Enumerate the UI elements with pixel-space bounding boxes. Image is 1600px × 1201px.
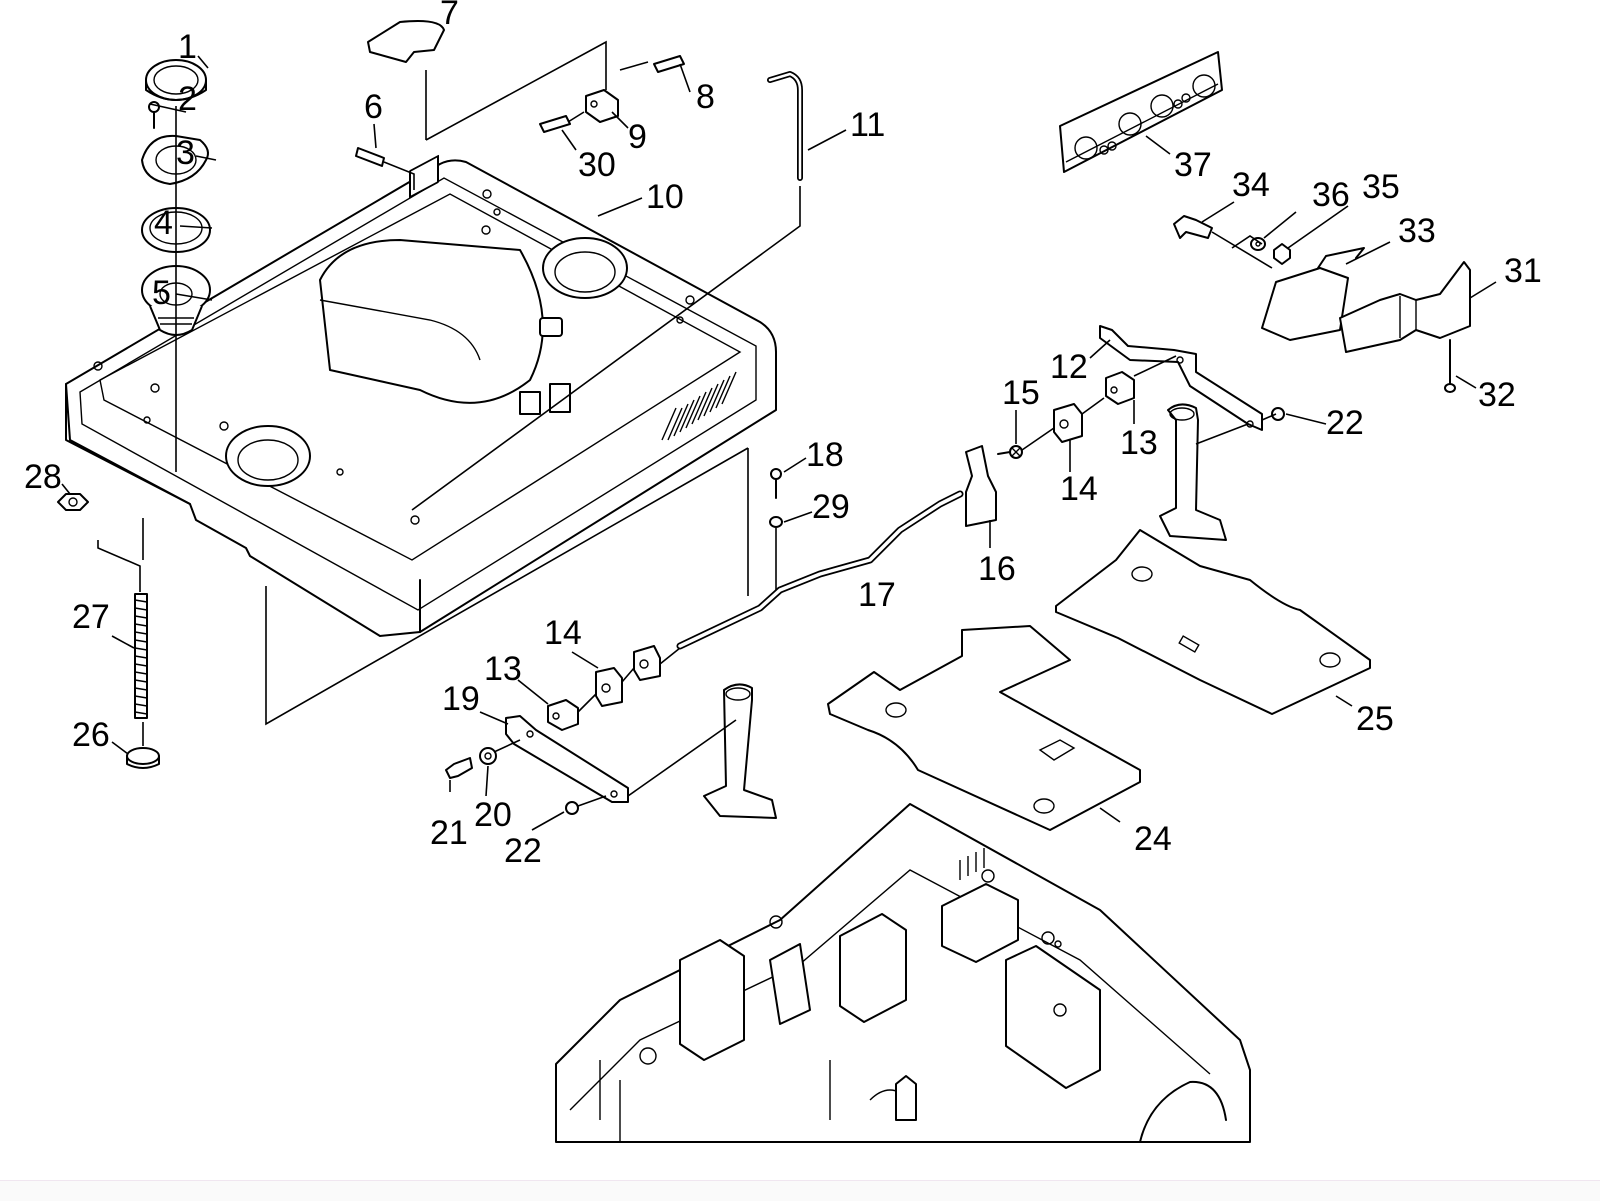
callout-10: 10: [646, 178, 684, 216]
callout-11: 11: [850, 106, 885, 144]
part-base-plate-24: [827, 625, 1141, 831]
callout-8: 8: [696, 78, 715, 116]
callout-16: 16: [978, 550, 1016, 588]
part-pin-30: [539, 115, 571, 133]
part-pin-8: [653, 55, 685, 73]
leader-rod-group: [97, 518, 144, 746]
part-clip-14-left: [595, 645, 661, 707]
part-threaded-rod-27: [134, 593, 148, 719]
leader-lines-6-9: [383, 40, 649, 190]
part-washer-29: [769, 516, 783, 528]
part-nut-35: [1273, 243, 1291, 265]
part-flange-plate: [141, 134, 209, 185]
callout-7: 7: [440, 0, 459, 32]
callout-6: 6: [364, 88, 383, 126]
part-tab-plate-16: [965, 445, 997, 527]
callout-5: 5: [152, 274, 171, 312]
callout-9: 9: [628, 118, 647, 156]
part-switch-cover-33: [1261, 247, 1365, 341]
part-clip-14: [1053, 403, 1083, 443]
part-base-plate-25: [1055, 529, 1371, 715]
part-bolt-21: [445, 757, 473, 779]
lower-base-housing: [555, 803, 1251, 1143]
part-grommet-ring: [145, 59, 207, 101]
part-pedestal-right: [1159, 403, 1227, 541]
part-nut-28: [57, 493, 89, 511]
part-latch-block-7: [367, 20, 445, 63]
callout-20: 20: [474, 796, 512, 834]
callout-29: 29: [812, 488, 850, 526]
part-foot-cap-26: [126, 747, 160, 769]
part-screw-32: [1444, 339, 1456, 393]
callout-27: 27: [72, 598, 110, 636]
part-pin-6: [355, 147, 385, 167]
part-shaft-rod-17: [676, 490, 964, 650]
callout-21: 21: [430, 814, 468, 852]
callout-35: 35: [1362, 168, 1400, 206]
callout-31: 31: [1504, 252, 1542, 290]
top-housing: [65, 154, 777, 637]
callout-13-right: 13: [1120, 424, 1158, 462]
callout-28: 28: [24, 458, 62, 496]
callout-32: 32: [1478, 376, 1516, 414]
leader-right-bracket: [1021, 355, 1277, 451]
part-bracket-19: [505, 715, 629, 803]
callout-30: 30: [578, 146, 616, 184]
part-washer-20: [479, 747, 497, 765]
callout-25: 25: [1356, 700, 1394, 738]
callout-37: 37: [1174, 146, 1212, 184]
part-screw-18: [770, 468, 782, 499]
callout-15: 15: [1002, 374, 1040, 412]
callout-2: 2: [178, 80, 197, 118]
part-bushing-13-left: [547, 699, 579, 731]
callout-33: 33: [1398, 212, 1436, 250]
bottom-edge-strip: [0, 1180, 1600, 1201]
part-screw-15: [997, 445, 1023, 459]
assembly-guide-line: [265, 447, 749, 726]
callout-22-left: 22: [504, 832, 542, 870]
callout-14-left: 14: [544, 614, 582, 652]
part-hex-key-11: [767, 71, 803, 181]
leader-left-bracket: [493, 647, 737, 807]
vent-slots: [661, 371, 737, 441]
part-control-panel-decal-37: [1059, 51, 1223, 173]
callout-19: 19: [442, 680, 480, 718]
part-o-ring-22-left: [565, 801, 579, 815]
part-o-ring-22: [1271, 407, 1285, 421]
callout-26: 26: [72, 716, 110, 754]
part-pedestal-left: [703, 683, 777, 819]
callout-18: 18: [806, 436, 844, 474]
callout-14-right: 14: [1060, 470, 1098, 508]
part-bolt-34: [1173, 215, 1213, 239]
part-washer-36: [1250, 237, 1266, 251]
callout-34: 34: [1232, 166, 1270, 204]
callout-1: 1: [178, 28, 197, 66]
callout-3: 3: [176, 134, 195, 172]
leader-hex-key: [411, 186, 801, 511]
callout-13-left: 13: [484, 650, 522, 688]
part-cover-bracket-31: [1339, 261, 1471, 353]
callout-17: 17: [858, 576, 896, 614]
leader-switch-group: [1211, 231, 1273, 269]
part-block-9: [585, 89, 619, 123]
callout-36: 36: [1312, 176, 1350, 214]
callout-24: 24: [1134, 820, 1172, 858]
callout-4: 4: [154, 204, 173, 242]
callout-labels: 1 2 3 4 5 6 7 8 9 30 10 11 37 34 36 35 3…: [24, 0, 1542, 870]
callout-22-right: 22: [1326, 404, 1364, 442]
callout-12: 12: [1050, 348, 1088, 386]
part-bushing-13: [1105, 371, 1135, 405]
